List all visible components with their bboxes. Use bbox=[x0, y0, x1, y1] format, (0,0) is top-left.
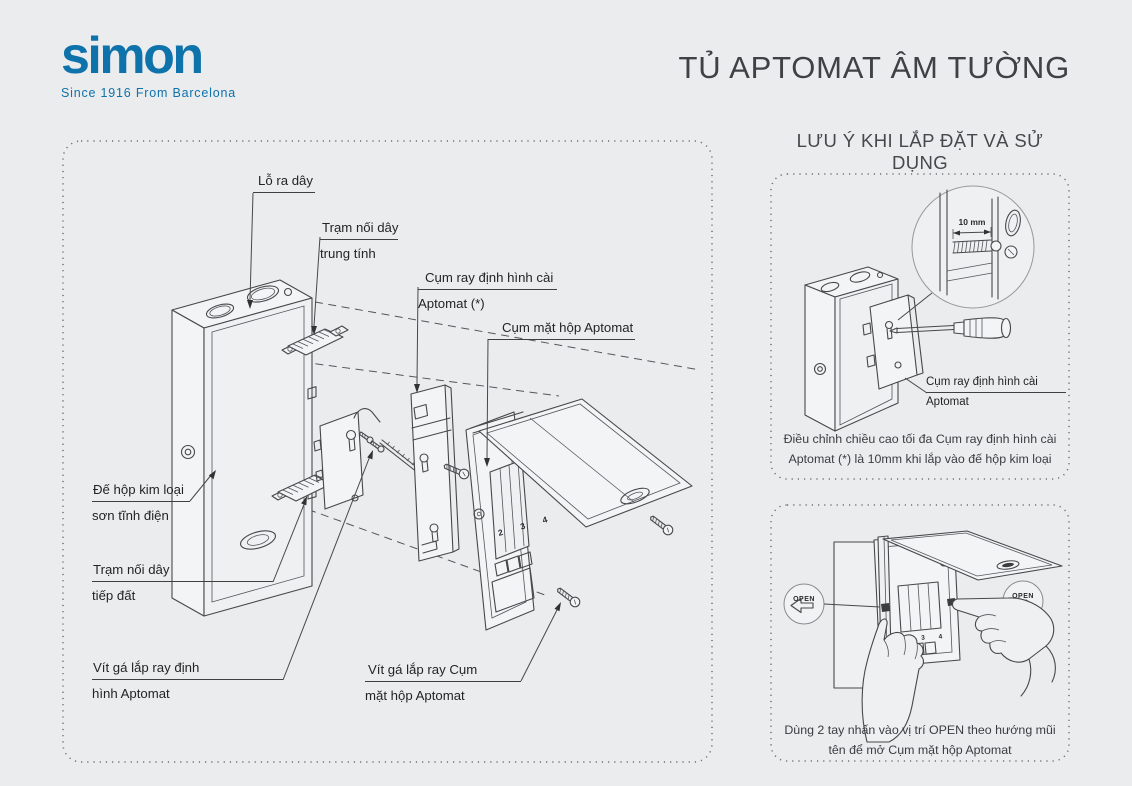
leader-lines bbox=[189, 192, 561, 682]
press-button-left bbox=[881, 603, 890, 612]
label-metal-base: Đế hộp kim loại sơn tĩnh điện bbox=[92, 482, 190, 523]
simon-logo: simon Since 1916 From Barcelona bbox=[61, 30, 236, 100]
exploded-diagram: 2 3 4 bbox=[62, 140, 713, 763]
din-rail-screw-drawing bbox=[443, 463, 470, 480]
screwdriver-icon bbox=[889, 317, 1012, 339]
label-face-box-text: Cụm mặt hộp Aptomat bbox=[488, 320, 635, 340]
right-hand-drawing bbox=[951, 597, 1056, 697]
note2-breaker-numbers: 2 3 4 bbox=[904, 633, 949, 643]
label-din-rail-line1: Cụm ray định hình cài bbox=[418, 270, 557, 290]
label-wire-outlet: Lỗ ra dây bbox=[253, 173, 315, 193]
magnifier-detail-drawing: 10 mm bbox=[911, 185, 1035, 309]
part-label-leader bbox=[904, 377, 928, 394]
label-rail-screw-line2: hình Aptomat bbox=[92, 686, 170, 701]
label-ground-terminal-line1: Trạm nối dây bbox=[92, 562, 273, 582]
note2-caption-line1: Dùng 2 tay nhấn vào vị trí OPEN theo hướ… bbox=[784, 723, 1056, 737]
din-rail-plate-drawing bbox=[410, 384, 460, 562]
magnifier-connector-line bbox=[897, 292, 933, 321]
note1-part-label-line1: Cụm ray định hình cài bbox=[926, 376, 1066, 393]
label-neutral-terminal: Trạm nối dây trung tính bbox=[320, 220, 398, 261]
label-neutral-terminal-line1: Trạm nối dây bbox=[320, 220, 398, 240]
open-label-right: OPEN bbox=[1012, 593, 1034, 600]
mounting-hole-icon bbox=[180, 444, 196, 460]
arrow-left-icon bbox=[790, 597, 814, 614]
face-screw-right-drawing bbox=[650, 515, 674, 536]
neutral-terminal-drawing bbox=[281, 325, 349, 356]
note-install-panel: 10 mm Cụm ray định hình cài Aptomat Điều… bbox=[770, 173, 1070, 480]
note2-caption-line2: tên để mở Cụm mặt hộp Aptomat bbox=[828, 743, 1012, 757]
face-box-lid-drawing bbox=[478, 398, 693, 528]
label-face-screw-line1: Vít gá lắp ray Cụm bbox=[365, 662, 521, 682]
left-hand-drawing bbox=[861, 618, 924, 743]
hinge-plate-drawing bbox=[313, 408, 381, 510]
open-indicator-left: OPEN bbox=[783, 583, 881, 625]
face-screw-bottom-drawing bbox=[557, 587, 581, 608]
note1-caption-line2: Aptomat (*) là 10mm khi lắp vào đế hộp k… bbox=[788, 452, 1052, 466]
lid-handle-icon bbox=[620, 487, 650, 505]
label-rail-screw-line1: Vít gá lắp ray định bbox=[92, 660, 283, 680]
label-din-rail: Cụm ray định hình cài Aptomat (*) bbox=[418, 270, 557, 311]
metal-box-drawing bbox=[171, 279, 317, 617]
label-metal-base-line2: sơn tĩnh điện bbox=[92, 508, 169, 523]
label-din-rail-line2: Aptomat (*) bbox=[418, 296, 485, 311]
note2-caption: Dùng 2 tay nhấn vào vị trí OPEN theo hướ… bbox=[778, 720, 1062, 760]
label-ground-terminal: Trạm nối dây tiếp đất bbox=[92, 562, 273, 603]
logo-tagline: Since 1916 From Barcelona bbox=[61, 86, 236, 100]
label-face-box: Cụm mặt hộp Aptomat bbox=[488, 320, 635, 340]
mini-rail-plate-drawing bbox=[862, 294, 924, 390]
note-install-drawing: 10 mm bbox=[770, 173, 1070, 480]
label-neutral-terminal-line2: trung tính bbox=[320, 246, 376, 261]
open-label-left: OPEN bbox=[793, 596, 815, 603]
note1-caption: Điều chỉnh chiều cao tối đa Cụm ray định… bbox=[778, 429, 1062, 469]
open-lid-drawing bbox=[882, 530, 1063, 581]
note1-part-label: Cụm ray định hình cài Aptomat bbox=[926, 376, 1066, 409]
note-open-panel: 2 3 4 OPEN OPEN bbox=[770, 504, 1070, 762]
face-box-drawing: 2 3 4 bbox=[465, 398, 693, 631]
label-rail-screw: Vít gá lắp ray định hình Aptomat bbox=[92, 660, 283, 701]
logo-wordmark: simon bbox=[61, 27, 204, 85]
label-wire-outlet-text: Lỗ ra dây bbox=[253, 173, 315, 193]
label-ground-terminal-line2: tiếp đất bbox=[92, 588, 136, 603]
label-face-screw-line2: mặt hộp Aptomat bbox=[365, 688, 465, 703]
note1-caption-line1: Điều chỉnh chiều cao tối đa Cụm ray định… bbox=[783, 432, 1057, 446]
exploded-diagram-panel: 2 3 4 bbox=[62, 140, 713, 763]
note-open-drawing: 2 3 4 OPEN OPEN bbox=[770, 504, 1070, 762]
note2-border bbox=[770, 504, 1070, 762]
label-face-screw: Vít gá lắp ray Cụm mặt hộp Aptomat bbox=[365, 662, 521, 703]
note1-part-label-line2: Aptomat bbox=[926, 396, 969, 408]
label-metal-base-line1: Đế hộp kim loại bbox=[92, 482, 190, 502]
dimension-10mm: 10 mm bbox=[959, 217, 986, 227]
page-title: TỦ APTOMAT ÂM TƯỜNG bbox=[678, 50, 1070, 85]
notes-heading: LƯU Ý KHI LẮP ĐẶT VÀ SỬ DỤNG bbox=[796, 130, 1044, 173]
